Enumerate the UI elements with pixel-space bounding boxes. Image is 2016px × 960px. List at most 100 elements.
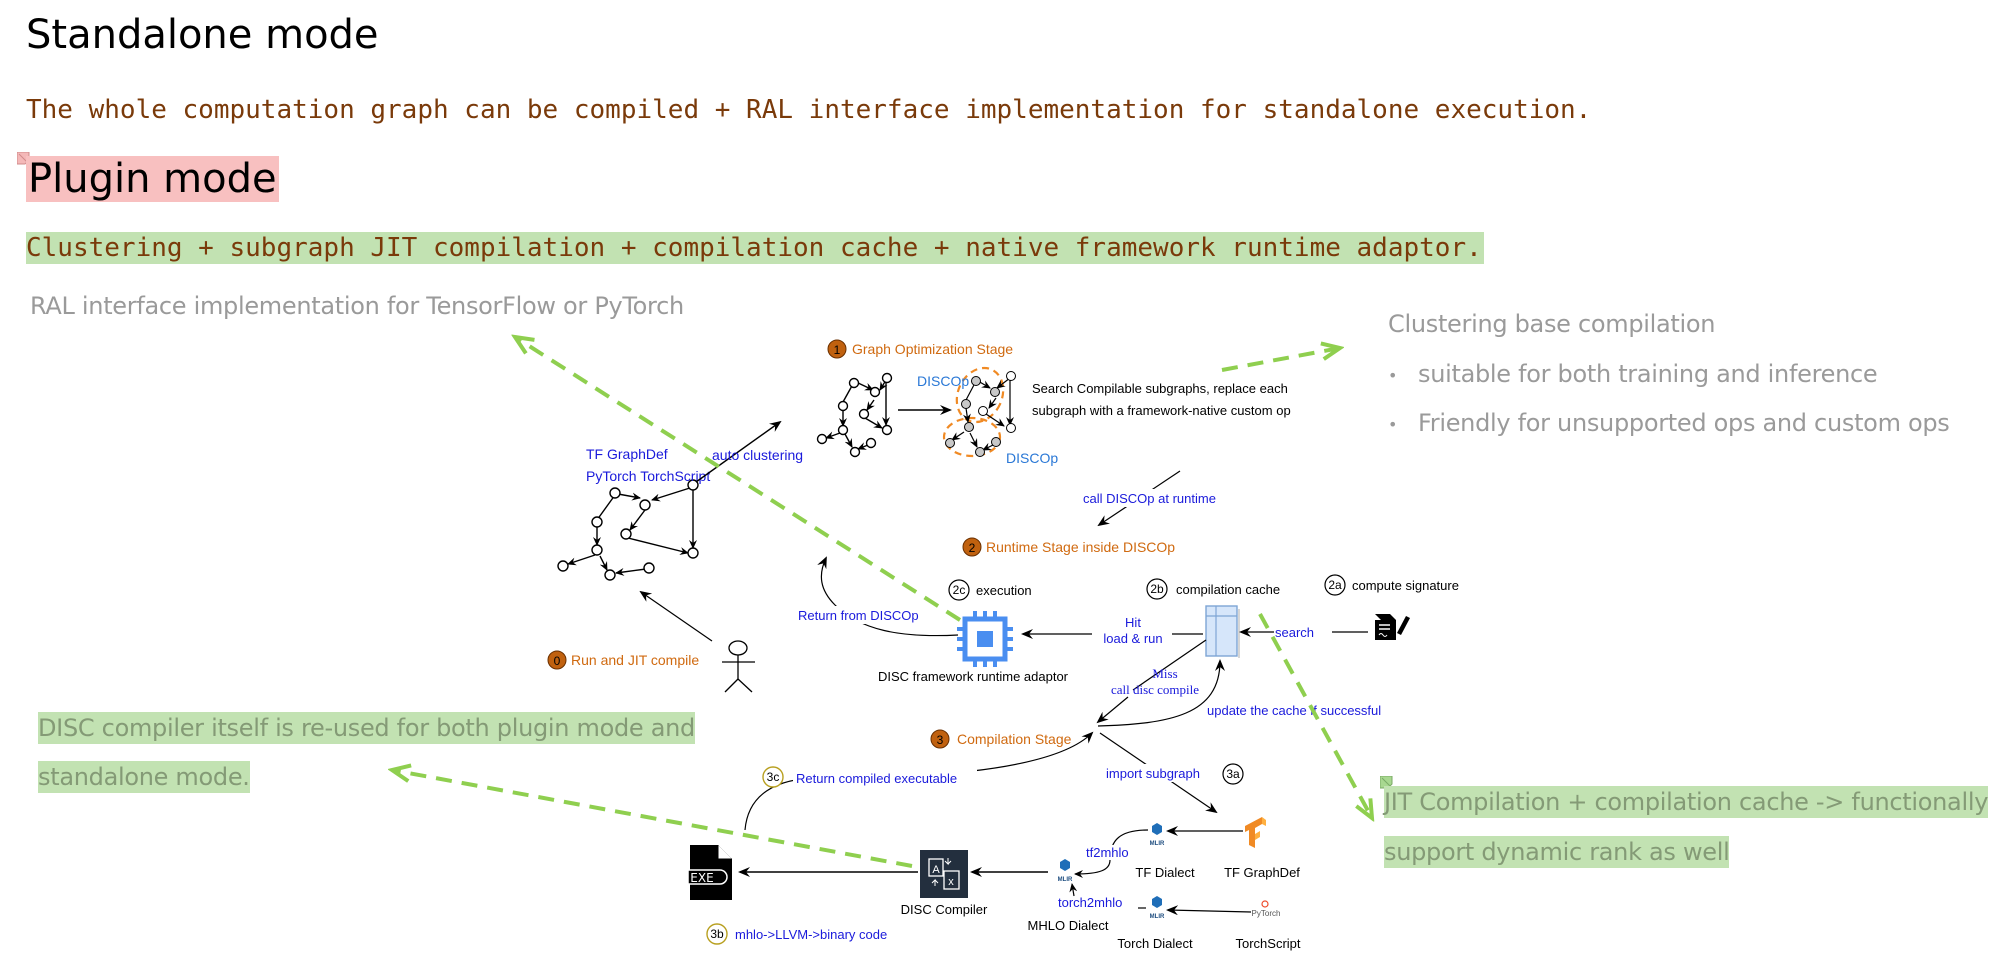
clustering-note-title: Clustering base compilation: [1388, 310, 1716, 338]
clustering-bullet: • suitable for both training and inferenc…: [1388, 360, 1878, 388]
step-2b-label: compilation cache: [1176, 582, 1280, 597]
return-from-discop-label: Return from DISCOp: [798, 608, 919, 623]
standalone-mode-description: The whole computation graph can be compi…: [26, 95, 1592, 125]
search-description-line2: subgraph with a framework-native custom …: [1032, 403, 1291, 418]
step-2b-badge: 2b: [1146, 578, 1168, 600]
runtime-adaptor-label: DISC framework runtime adaptor: [878, 669, 1069, 684]
disc-reuse-note-line2: standalone mode.: [38, 761, 250, 793]
miss-label: Miss: [1152, 666, 1177, 681]
discop-label-bottom: DISCOp: [1006, 450, 1058, 466]
ral-note: RAL interface implementation for TensorF…: [30, 292, 684, 320]
torchscript-to-dialect-arrow: [1166, 905, 1252, 916]
svg-text:3: 3: [937, 733, 944, 747]
bullet-icon: •: [1388, 365, 1398, 385]
svg-text:A: A: [932, 864, 940, 876]
search-label: search: [1275, 625, 1314, 640]
stage-2-badge: 2: [962, 537, 982, 557]
svg-text:2a: 2a: [1328, 578, 1342, 592]
clustering-bullet: • Friendly for unsupported ops and custom…: [1388, 409, 1950, 437]
stage-1-badge: 1: [827, 339, 847, 359]
update-cache-arrow: [1097, 659, 1225, 727]
step-2c-badge: 2c: [948, 579, 970, 601]
input-label-torchscript: PyTorch TorchScript: [586, 468, 710, 484]
torch2mhlo-arrow: [1069, 883, 1078, 897]
stage-3-label: Compilation Stage: [957, 731, 1072, 747]
torchscript-label: TorchScript: [1235, 936, 1300, 951]
tf-graphdef-label: TF GraphDef: [1224, 865, 1300, 880]
user-actor-icon: [722, 640, 755, 693]
jit-note-line2: support dynamic rank as well: [1384, 836, 1730, 868]
mlir-torch-icon: MLIR: [1150, 896, 1165, 920]
bullet-text: suitable for both training and inference: [1418, 360, 1878, 388]
svg-text:MLIR: MLIR: [1058, 877, 1073, 883]
svg-text:3b: 3b: [710, 927, 724, 941]
input-graph: [557, 479, 699, 581]
disc-reuse-annotation-arrow: [392, 770, 913, 868]
svg-text:MLIR: MLIR: [1150, 914, 1165, 920]
import-subgraph-label: import subgraph: [1106, 766, 1200, 781]
clustered-graph: [816, 372, 893, 458]
stage-1-label: Graph Optimization Stage: [852, 341, 1013, 357]
svg-text:MLIR: MLIR: [1150, 841, 1165, 847]
svg-text:0: 0: [554, 654, 561, 668]
step-2a-badge: 2a: [1324, 574, 1346, 596]
tf2mhlo-label: tf2mhlo: [1086, 845, 1129, 860]
torch2mhlo-label: torch2mhlo: [1058, 895, 1122, 910]
step-2c-label: execution: [976, 583, 1032, 598]
jit-annotation-arrow: [1258, 613, 1372, 818]
search-description-line1: Search Compilable subgraphs, replace eac…: [1032, 381, 1288, 396]
exe-file-icon: EXE: [687, 845, 732, 900]
miss-arrow: [1096, 696, 1129, 724]
tf-dialect-label: TF Dialect: [1135, 865, 1195, 880]
clustering-annotation-arrow: [1221, 348, 1340, 372]
step-3c-badge: 3c: [762, 766, 784, 788]
step-3b-badge: 3b: [706, 923, 728, 945]
svg-text:2b: 2b: [1150, 582, 1164, 596]
pytorch-logo-icon: PyTorch: [1252, 900, 1281, 918]
annotation-arrows: [392, 337, 1372, 868]
signature-document-icon: [1375, 614, 1410, 640]
step-3a-badge: 3a: [1222, 763, 1244, 785]
svg-text:2: 2: [969, 541, 976, 555]
discop-graph: [942, 366, 1016, 458]
ral-annotation-arrow: [515, 337, 962, 622]
svg-text:3c: 3c: [767, 770, 780, 784]
load-run-label: load & run: [1103, 631, 1162, 646]
standalone-mode-heading: Standalone mode: [26, 12, 379, 58]
auto-clustering-arrow: [695, 420, 782, 483]
bullet-icon: •: [1388, 414, 1398, 434]
plugin-mode-description: Clustering + subgraph JIT compilation + …: [26, 232, 1484, 264]
svg-text:PyTorch: PyTorch: [1252, 909, 1281, 918]
disc-reuse-note-line1: DISC compiler itself is re-used for both…: [38, 712, 695, 744]
plugin-mode-heading: Plugin mode: [26, 156, 279, 202]
cpu-chip-icon: [957, 611, 1013, 667]
mlir-mhlo-icon: MLIR: [1058, 859, 1073, 883]
disc-compiler-label: DISC Compiler: [901, 902, 988, 917]
step-3b-label: mhlo->LLVM->binary code: [735, 927, 887, 942]
hit-label: Hit: [1125, 615, 1141, 630]
svg-text:1: 1: [834, 343, 841, 357]
bullet-text: Friendly for unsupported ops and custom …: [1418, 409, 1950, 437]
discop-label-top: DISCOp: [917, 373, 969, 389]
stage-2-label: Runtime Stage inside DISCOp: [986, 539, 1175, 555]
call-disc-compile-label: call disc compile: [1111, 682, 1199, 697]
call-runtime-label: call DISCOp at runtime: [1083, 491, 1216, 506]
update-cache-label: update the cache if successful: [1207, 703, 1381, 718]
stage-0-label: Run and JIT compile: [571, 652, 699, 668]
auto-clustering-label: auto clustering: [712, 447, 803, 463]
torch-dialect-label: Torch Dialect: [1117, 936, 1193, 951]
svg-text:3a: 3a: [1226, 767, 1240, 781]
compilation-cache-icon: [1205, 605, 1240, 658]
mhlo-dialect-label: MHLO Dialect: [1028, 918, 1109, 933]
stage-0-badge: 0: [547, 650, 567, 670]
svg-text:EXE: EXE: [690, 871, 713, 885]
mlir-tf-icon: MLIR: [1150, 823, 1165, 847]
input-label-tf-graphdef: TF GraphDef: [586, 446, 668, 462]
return-executable-label: Return compiled executable: [796, 771, 957, 786]
svg-text:2c: 2c: [953, 583, 966, 597]
step-2a-label: compute signature: [1352, 578, 1459, 593]
stage-3-badge: 3: [930, 729, 950, 749]
disc-compiler-icon: A x: [920, 850, 968, 898]
jit-note-line1: JIT Compilation + compilation cache -> f…: [1384, 786, 1989, 818]
